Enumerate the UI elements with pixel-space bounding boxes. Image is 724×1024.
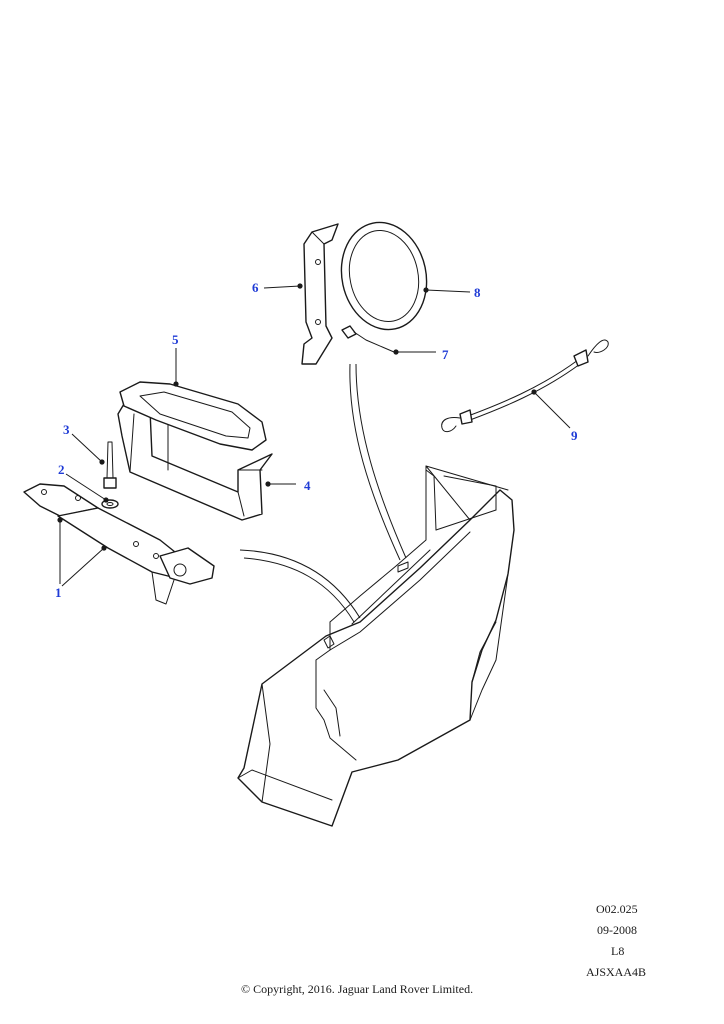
location-arrows: [239, 363, 407, 623]
retaining-ring-part: [119, 381, 267, 451]
vehicle-body-panel: [237, 465, 515, 827]
callout-labels: 1 2 3 4 5 6 7 8 9: [55, 280, 578, 600]
callout-1: 1: [55, 585, 62, 600]
callout-3: 3: [63, 422, 70, 437]
callout-5: 5: [172, 332, 179, 347]
leader-lines: [57, 283, 571, 587]
reference-code: O02.025: [596, 902, 638, 916]
rivet-part: [103, 441, 117, 489]
callout-8: 8: [474, 285, 481, 300]
callout-9: 9: [571, 428, 578, 443]
illustration-id: AJSXAA4B: [586, 965, 647, 979]
seal-ring-part: [340, 221, 428, 331]
elastic-strap-part: [441, 339, 609, 433]
reference-date: 09-2008: [597, 923, 637, 937]
model-variant: L8: [611, 944, 625, 958]
bolt-part: [341, 325, 395, 353]
strap-part: [23, 483, 215, 605]
callout-4: 4: [304, 478, 311, 493]
callout-6: 6: [252, 280, 259, 295]
copyright-notice: © Copyright, 2016. Jaguar Land Rover Lim…: [241, 982, 474, 996]
callout-2: 2: [58, 462, 65, 477]
callout-7: 7: [442, 347, 449, 362]
mounting-bracket-part: [301, 223, 339, 365]
